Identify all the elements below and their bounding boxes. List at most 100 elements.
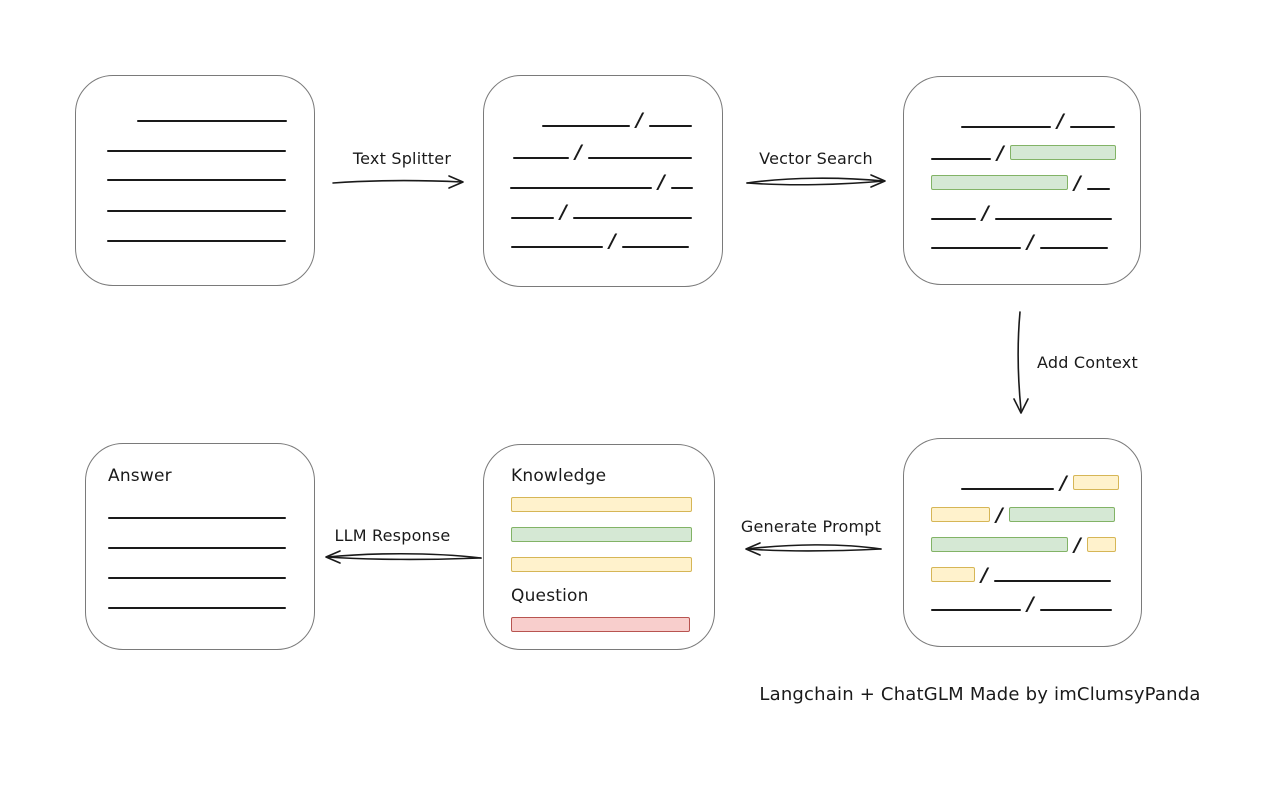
answer-label: Answer bbox=[108, 466, 172, 486]
text-line bbox=[510, 187, 652, 189]
caption: Langchain + ChatGLM Made by imClumsyPand… bbox=[759, 684, 1201, 705]
vector-search-arrow bbox=[746, 174, 886, 188]
text-row: / bbox=[511, 201, 692, 223]
prompt-knowledge-label: Knowledge bbox=[511, 466, 607, 486]
slash-separator: / bbox=[1027, 231, 1034, 253]
add-context-label: Add Context bbox=[1037, 353, 1138, 372]
slash-separator: / bbox=[1060, 472, 1067, 494]
text-row bbox=[511, 554, 692, 572]
add-context-arrow bbox=[1013, 311, 1029, 414]
node-context-chunks: / / / / / bbox=[903, 438, 1142, 647]
slash-separator: / bbox=[636, 109, 643, 131]
text-line bbox=[107, 150, 286, 152]
slash-separator: / bbox=[1057, 110, 1064, 132]
slash-separator: / bbox=[560, 201, 567, 223]
slash-separator: / bbox=[1027, 593, 1034, 615]
node-document bbox=[75, 75, 315, 286]
slash-separator: / bbox=[982, 202, 989, 224]
text-line bbox=[931, 247, 1021, 249]
text-row: / bbox=[961, 110, 1115, 132]
text-line bbox=[137, 120, 287, 122]
text-line bbox=[1086, 188, 1110, 190]
slash-separator: / bbox=[575, 141, 582, 163]
text-line bbox=[587, 157, 692, 159]
node-split-chunks: / / / / / bbox=[483, 75, 723, 287]
text-line bbox=[107, 240, 286, 242]
text-row bbox=[108, 591, 286, 609]
text-line bbox=[621, 246, 689, 248]
yellow-chunk-chip bbox=[1086, 537, 1116, 552]
text-line bbox=[931, 609, 1021, 611]
text-row bbox=[137, 104, 287, 122]
node-retrieved-chunks: / / / / / bbox=[903, 76, 1141, 285]
text-line bbox=[107, 179, 286, 181]
text-row bbox=[107, 224, 286, 242]
llm-response-label: LLM Response bbox=[334, 526, 451, 545]
text-line bbox=[542, 125, 630, 127]
slash-separator: / bbox=[1074, 172, 1081, 194]
slash-separator: / bbox=[981, 564, 988, 586]
text-row bbox=[511, 524, 692, 542]
text-row bbox=[107, 134, 286, 152]
slash-separator: / bbox=[996, 504, 1003, 526]
text-row: / bbox=[931, 202, 1112, 224]
yellow-chunk-chip bbox=[931, 567, 975, 582]
generate-prompt-label: Generate Prompt bbox=[740, 517, 882, 536]
text-row: / bbox=[931, 593, 1112, 615]
slash-separator: / bbox=[1074, 534, 1081, 556]
vector-search-label: Vector Search bbox=[759, 149, 873, 168]
text-line bbox=[931, 158, 991, 160]
text-line bbox=[961, 126, 1051, 128]
green-chunk-chip bbox=[931, 175, 1068, 190]
text-row: / bbox=[931, 172, 1110, 194]
prompt-question-label: Question bbox=[511, 586, 589, 606]
text-row: / bbox=[542, 109, 692, 131]
slash-separator: / bbox=[658, 171, 665, 193]
text-row bbox=[108, 501, 286, 519]
text-line bbox=[108, 577, 286, 579]
text-row: / bbox=[931, 534, 1116, 556]
green-chunk-chip bbox=[931, 537, 1068, 552]
yellow-chunk-chip bbox=[931, 507, 990, 522]
yellow-chunk-chip bbox=[511, 557, 692, 572]
yellow-chunk-chip bbox=[1072, 475, 1119, 490]
llm-response-arrow bbox=[325, 550, 482, 564]
text-row: / bbox=[961, 472, 1119, 494]
text-row: / bbox=[510, 171, 693, 193]
text-line bbox=[648, 125, 692, 127]
text-row bbox=[511, 614, 690, 632]
text-line bbox=[994, 218, 1112, 220]
text-row bbox=[107, 163, 286, 181]
slash-separator: / bbox=[997, 142, 1004, 164]
text-line bbox=[931, 218, 976, 220]
text-line bbox=[961, 488, 1054, 490]
text-line bbox=[511, 246, 603, 248]
text-line bbox=[511, 217, 554, 219]
red-chunk-chip bbox=[511, 617, 690, 632]
text-line bbox=[108, 547, 286, 549]
text-row: / bbox=[513, 141, 692, 163]
green-chunk-chip bbox=[511, 527, 692, 542]
text-row bbox=[108, 531, 286, 549]
text-line bbox=[1069, 126, 1115, 128]
text-row bbox=[108, 561, 286, 579]
text-row: / bbox=[931, 142, 1116, 164]
text-line bbox=[108, 517, 286, 519]
text-line bbox=[107, 210, 286, 212]
generate-prompt-arrow bbox=[745, 542, 882, 556]
text-line bbox=[572, 217, 692, 219]
text-row: / bbox=[931, 504, 1115, 526]
node-answer: Answer bbox=[85, 443, 315, 650]
text-row: / bbox=[931, 231, 1108, 253]
node-prompt: Knowledge Question bbox=[483, 444, 715, 650]
text-row bbox=[107, 194, 286, 212]
text-row: / bbox=[511, 230, 689, 251]
text-line bbox=[1039, 247, 1108, 249]
text-line bbox=[670, 187, 693, 189]
text-splitter-arrow bbox=[332, 175, 464, 189]
text-row: / bbox=[931, 564, 1111, 586]
text-splitter-label: Text Splitter bbox=[352, 149, 452, 168]
green-chunk-chip bbox=[1008, 507, 1115, 522]
text-line bbox=[1039, 609, 1112, 611]
